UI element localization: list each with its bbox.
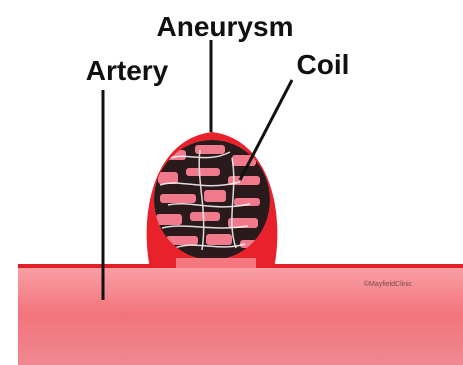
copyright-text: ©MayfieldClinic bbox=[364, 280, 413, 288]
artery-label: Artery bbox=[86, 55, 169, 86]
aneurysm-neck bbox=[176, 258, 256, 268]
artery-vessel bbox=[18, 264, 463, 365]
aneurysm-label: Aneurysm bbox=[157, 11, 294, 42]
coil-pointer bbox=[240, 80, 292, 180]
coil-label: Coil bbox=[297, 49, 350, 80]
